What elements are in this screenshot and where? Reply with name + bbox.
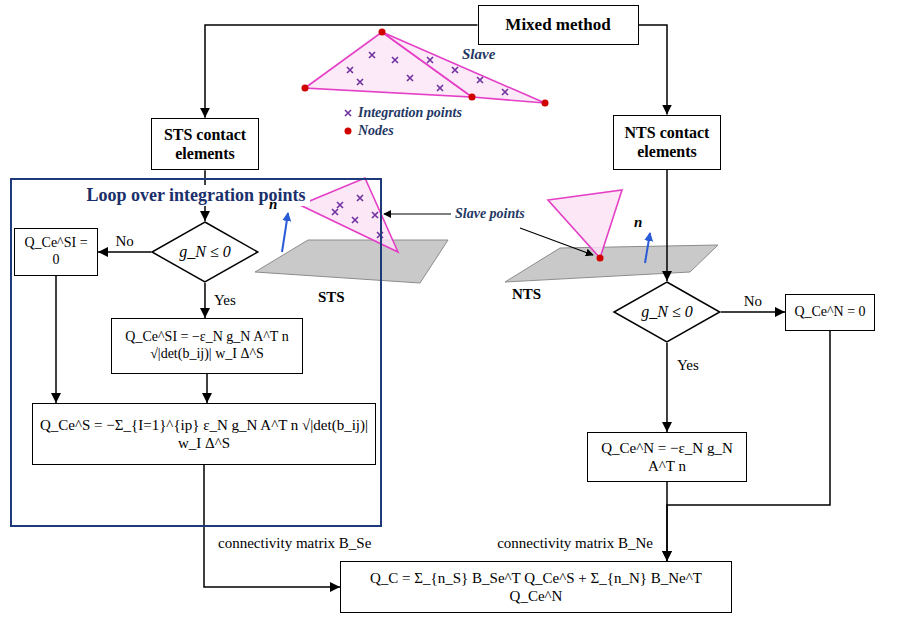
- node-dot: [379, 29, 386, 36]
- node-text: g_N ≤ 0: [641, 302, 692, 321]
- flow-arrow: [205, 25, 478, 118]
- slave-triangle: [300, 178, 398, 252]
- integration-mark: [392, 57, 398, 63]
- node-text: STS contact elements: [158, 125, 252, 163]
- flow-arrow: [666, 343, 668, 432]
- loop-region: Loop over integration pointsg_N ≤ 0Q_Ce^…: [10, 178, 382, 527]
- element-box: STS contact elements: [151, 118, 259, 170]
- picture-label: STS: [318, 289, 345, 306]
- integration-mark: [332, 209, 338, 215]
- integration-mark: [347, 67, 353, 73]
- flow-arrow: [666, 482, 668, 561]
- integration-mark: [369, 52, 375, 58]
- integration-mark: [407, 75, 413, 81]
- formula-box: Q_Ce^N = −ε_N g_N A^T n: [587, 432, 747, 482]
- integration-mark: [357, 79, 363, 85]
- diamond-shape: [614, 282, 720, 342]
- node-dot: [542, 100, 549, 107]
- legend-label: Integration points: [358, 105, 462, 120]
- integration-mark: [427, 57, 433, 63]
- normal-arrow: [282, 213, 288, 252]
- picture-label: NTS: [512, 286, 541, 303]
- integration-mark: [377, 232, 383, 238]
- nts-picture: [505, 190, 718, 282]
- integration-mark: [357, 195, 363, 201]
- node-text: Q_Ce^N = 0: [794, 304, 865, 321]
- node-dots: [302, 29, 604, 262]
- node-text: g_N ≤ 0: [179, 242, 230, 261]
- integration-mark: [452, 67, 458, 73]
- edge-label: Yes: [675, 357, 701, 374]
- master-plane: [255, 240, 448, 283]
- master-plane: [505, 245, 718, 282]
- flow-arrow: [55, 276, 57, 403]
- leader-arrow: [384, 213, 451, 214]
- formula-box: Q_Ce^SI = −ε_N g_N A^T n √|det(b_ij)| w_…: [111, 318, 303, 374]
- edge-label: No: [113, 233, 135, 250]
- assembly-box: Q_C = Σ_{n_S} B_Se^T Q_Ce^S + Σ_{n_N} B_…: [340, 561, 732, 613]
- normal-label: n: [269, 196, 277, 213]
- node-text: Q_Ce^SI = 0: [21, 235, 91, 269]
- decision-diamond: g_N ≤ 0: [151, 221, 259, 283]
- flow-arrow: [666, 170, 668, 282]
- flow-arrow: [204, 283, 206, 318]
- callout-label: Slave points: [455, 206, 525, 221]
- node-dot: [345, 128, 352, 135]
- integration-mark: [477, 77, 483, 83]
- node-text: Q_Ce^S = −Σ_{I=1}^{ip} ε_N g_N A^T n √|d…: [39, 416, 369, 452]
- diamond-shape: [152, 222, 258, 282]
- node-dot: [597, 255, 604, 262]
- edge-label: No: [742, 293, 764, 310]
- decision-diamond: g_N ≤ 0: [613, 281, 721, 343]
- integration-mark: [352, 217, 358, 223]
- integration-mark: [502, 89, 508, 95]
- slave-label: Slave: [462, 46, 495, 63]
- flow-arrow: [206, 374, 208, 403]
- node-text: NTS contact elements: [620, 123, 714, 161]
- integration-mark: [337, 202, 343, 208]
- leader-arrow: [520, 228, 593, 255]
- node-text: Q_Ce^SI = −ε_N g_N A^T n √|det(b_ij)| w_…: [118, 329, 296, 363]
- flow-arrow: [721, 311, 785, 313]
- flow-arrow: [639, 25, 668, 115]
- integration-mark: [345, 110, 351, 116]
- edge-label: Yes: [212, 292, 238, 309]
- edge-label: connectivity matrix B_Se: [216, 535, 373, 552]
- integration-mark: [437, 85, 443, 91]
- legend-label: Nodes: [358, 123, 394, 138]
- node-dot: [302, 85, 309, 92]
- integration-mark: [372, 212, 378, 218]
- flow-arrow: [98, 251, 151, 253]
- node-text: Mixed method: [505, 15, 610, 35]
- formula-box: Q_Ce^N = 0: [785, 294, 875, 331]
- normal-label: n: [634, 214, 642, 231]
- slave-triangle: [548, 190, 622, 258]
- normal-arrow: [645, 233, 650, 263]
- node-text: Q_Ce^N = −ε_N g_N A^T n: [594, 439, 740, 475]
- method-box: Mixed method: [478, 5, 639, 45]
- edge-label: connectivity matrix B_Ne: [495, 535, 655, 552]
- node-text: Q_C = Σ_{n_S} B_Se^T Q_Ce^S + Σ_{n_N} B_…: [347, 569, 725, 605]
- element-box: NTS contact elements: [613, 115, 721, 170]
- formula-box: Q_Ce^S = −Σ_{I=1}^{ip} ε_N g_N A^T n √|d…: [32, 403, 376, 465]
- node-dot: [469, 94, 476, 101]
- formula-box: Q_Ce^SI = 0: [14, 228, 98, 276]
